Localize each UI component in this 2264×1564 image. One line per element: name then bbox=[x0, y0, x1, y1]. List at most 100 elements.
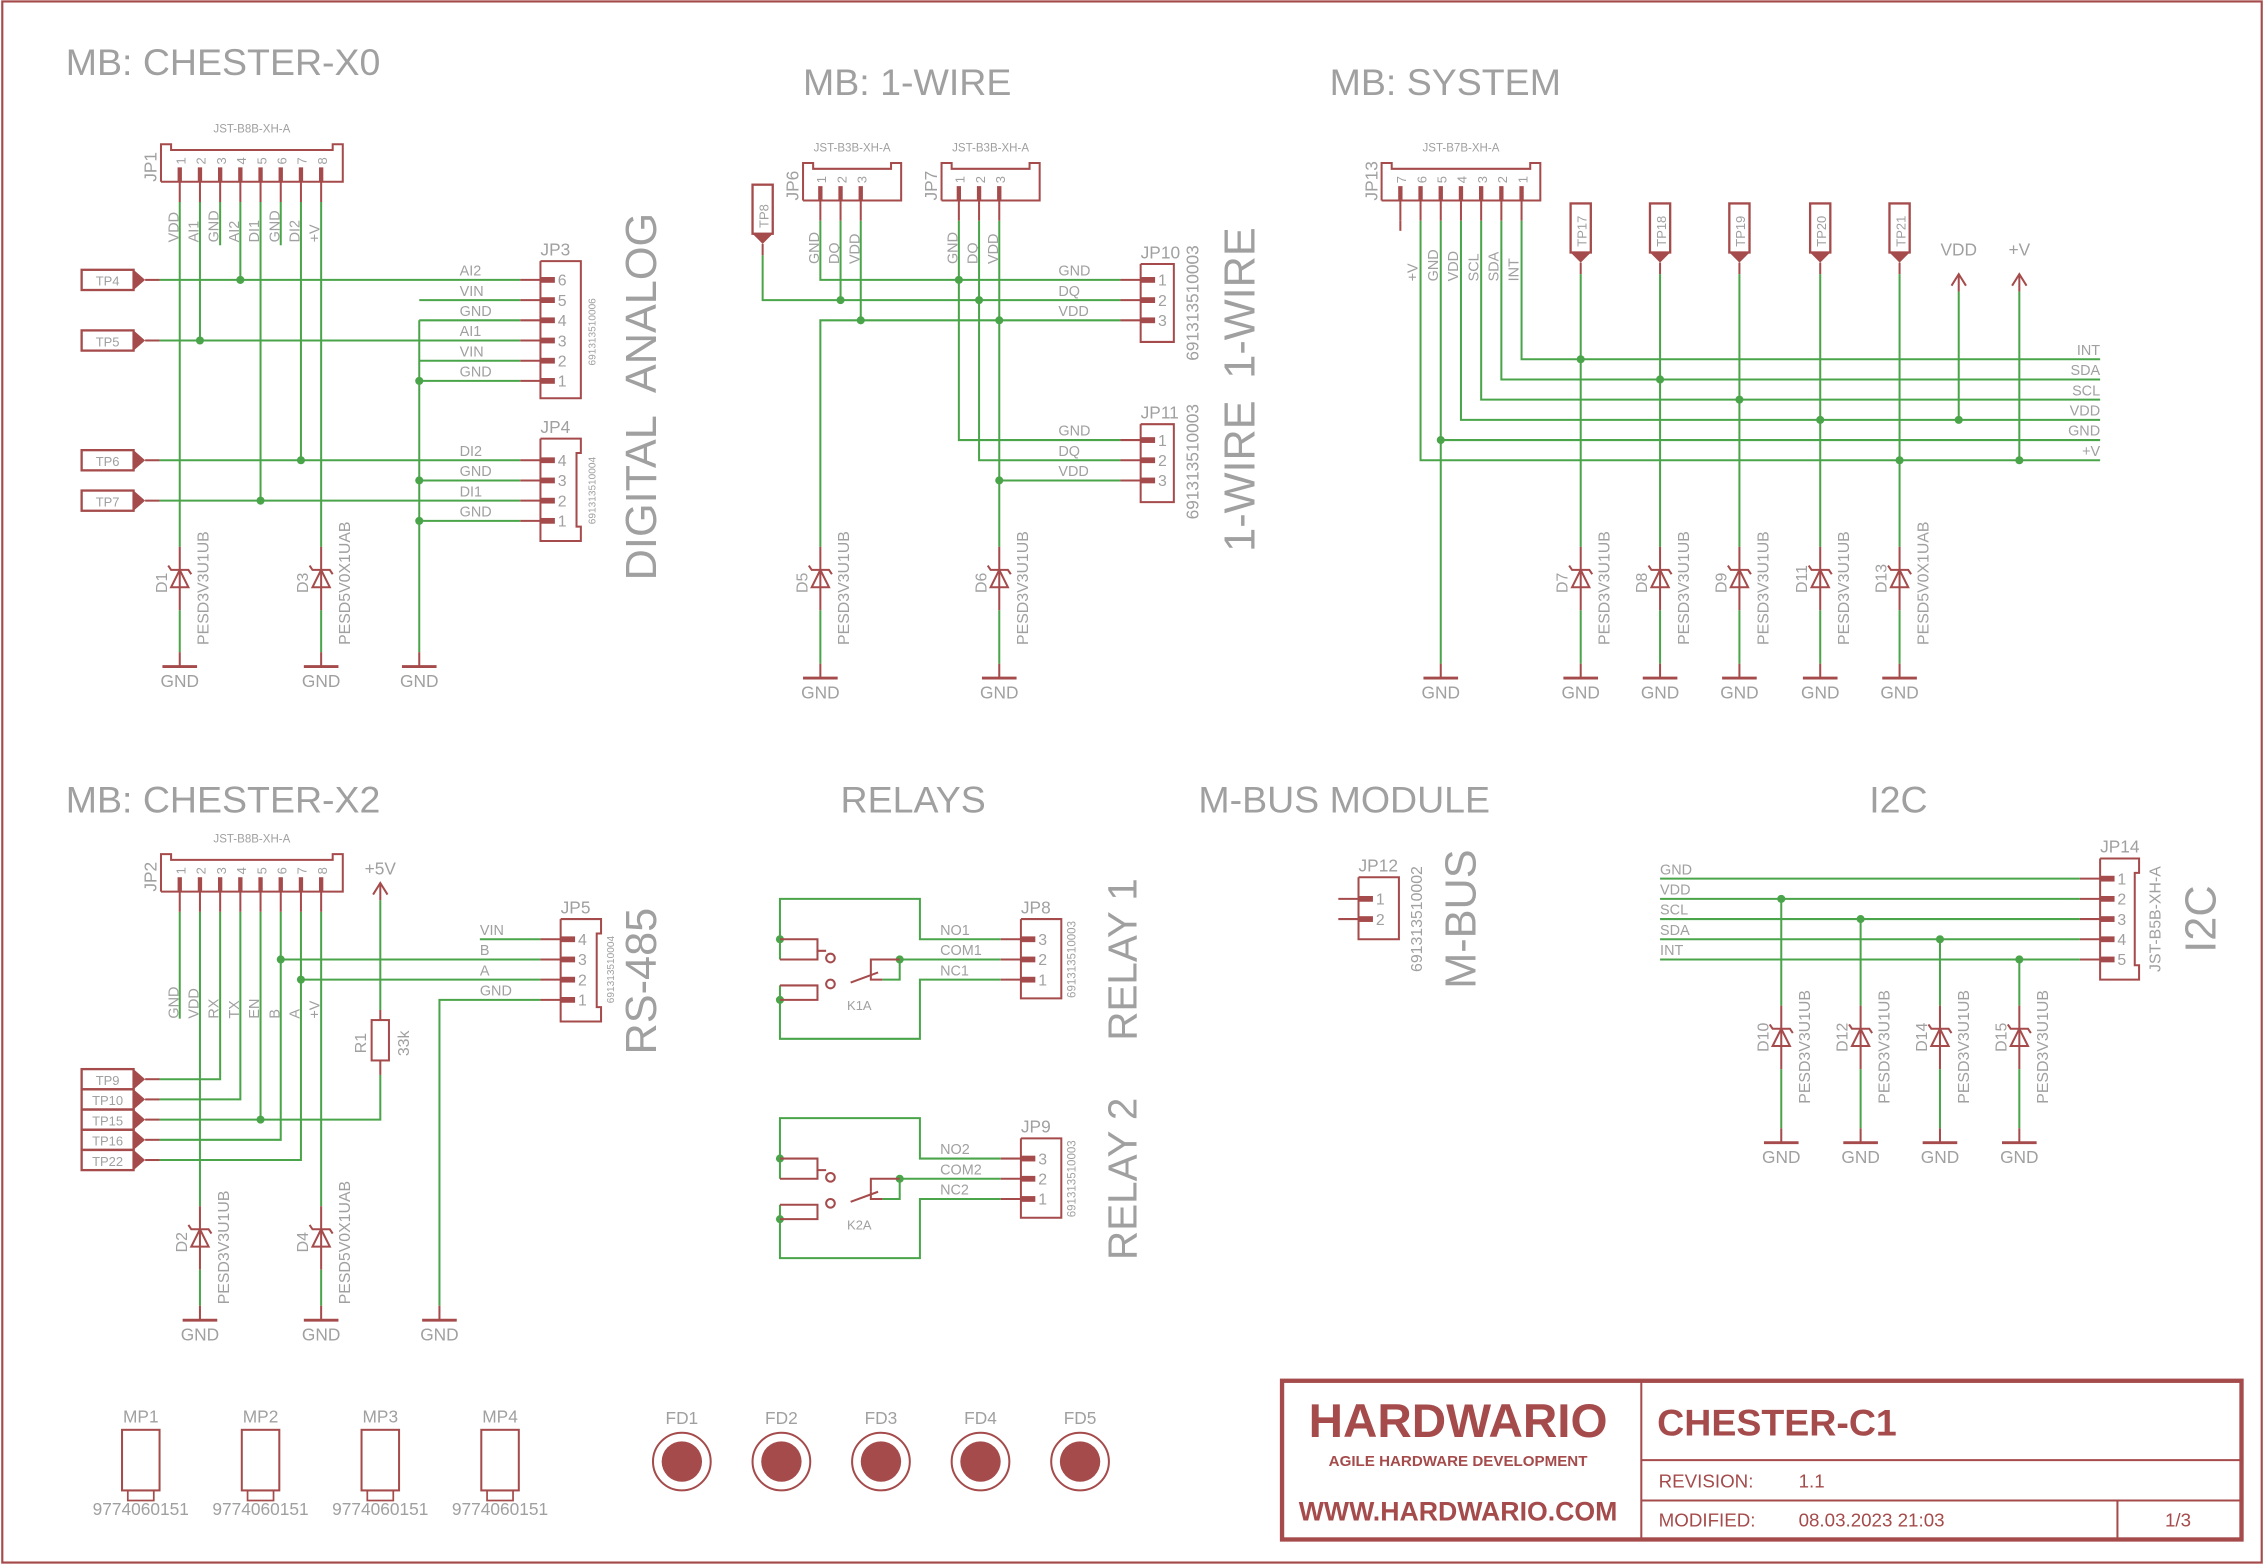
diode-part: PESD3V3U1UB bbox=[836, 531, 853, 645]
diode-ref: D2 bbox=[174, 1232, 191, 1252]
connector-pin bbox=[197, 877, 203, 892]
relay-contact-icon bbox=[825, 952, 836, 964]
net-label: COM1 bbox=[940, 943, 982, 959]
connector-pin bbox=[1519, 186, 1524, 201]
fiducial-ring bbox=[1050, 1431, 1110, 1492]
pin-number: 2 bbox=[578, 972, 587, 989]
testpoint-label: TP21 bbox=[1893, 216, 1908, 247]
gnd-label: GND bbox=[1880, 682, 1918, 702]
gnd-label: GND bbox=[302, 1324, 340, 1344]
part-number: JST-B8B-XH-A bbox=[213, 124, 290, 136]
testpoint-label: TP15 bbox=[92, 1113, 123, 1128]
connector-pin bbox=[258, 167, 263, 182]
connector-pin bbox=[540, 277, 555, 283]
testpoint-arrow bbox=[133, 1149, 146, 1171]
pin-number: 4 bbox=[2117, 932, 2126, 949]
testpoint-arrow bbox=[752, 233, 773, 244]
net-wire bbox=[1439, 220, 2101, 442]
junction-dot bbox=[1436, 436, 1445, 445]
mounting-part-icon bbox=[480, 1428, 520, 1492]
pin-number: 4 bbox=[234, 157, 249, 164]
mounting-part: 9774060151 bbox=[332, 1499, 428, 1519]
net-label: GND bbox=[267, 210, 283, 242]
junction-dot bbox=[1954, 415, 1963, 424]
diode-ref: D13 bbox=[1874, 564, 1891, 593]
pin-number: 1 bbox=[1038, 1192, 1047, 1209]
net-wire bbox=[882, 1177, 1001, 1200]
part-number: JST-B5B-XH-A bbox=[2148, 866, 2165, 972]
net-label: GND bbox=[166, 987, 182, 1019]
connector-ref: JP12 bbox=[1359, 855, 1398, 875]
net-label: INT bbox=[1507, 258, 1523, 281]
connector-pin bbox=[1418, 186, 1423, 201]
diode-part: PESD3V3U1UB bbox=[1015, 531, 1032, 645]
fiducial-icon bbox=[761, 1441, 802, 1482]
diode-icon bbox=[310, 1227, 332, 1248]
net-label: GND bbox=[1660, 862, 1692, 878]
connector-pin bbox=[540, 378, 555, 384]
net-label: SCL bbox=[2072, 383, 2100, 399]
pin-number: 2 bbox=[558, 493, 567, 510]
connector-ref: JP4 bbox=[540, 417, 570, 437]
net-label: GND bbox=[2068, 424, 2100, 440]
connector-pin bbox=[238, 877, 243, 892]
net-label: DQ bbox=[827, 242, 843, 264]
net-label: NC1 bbox=[940, 963, 969, 979]
mounting-tab bbox=[486, 1489, 514, 1502]
diode-part: PESD3V3U1UB bbox=[1676, 531, 1693, 645]
gnd-label: GND bbox=[161, 671, 199, 691]
connector-ref: JP6 bbox=[783, 171, 803, 201]
fiducial-ring bbox=[751, 1431, 812, 1492]
fiducial-ref: FD1 bbox=[666, 1408, 699, 1428]
net-wire bbox=[1480, 220, 2101, 401]
pin-number: 1 bbox=[814, 176, 829, 183]
connector-body bbox=[559, 918, 603, 1023]
net-wire bbox=[159, 1074, 382, 1121]
fiducial-ring bbox=[950, 1431, 1011, 1492]
pin-number: 1 bbox=[558, 374, 567, 391]
supply-arrow-icon bbox=[2011, 272, 2028, 287]
diode-part: PESD3V3U1UB bbox=[196, 531, 213, 645]
net-label: VIN bbox=[480, 923, 504, 939]
connector-pin bbox=[2100, 875, 2115, 882]
symbol-line bbox=[167, 565, 193, 575]
connector-pin bbox=[318, 167, 324, 182]
symbol-line bbox=[779, 1203, 819, 1221]
pin-number: 5 bbox=[2117, 952, 2126, 969]
net-label: VDD bbox=[166, 212, 182, 242]
relay-switch-icon bbox=[850, 1190, 879, 1203]
testpoint-label: TP9 bbox=[96, 1073, 120, 1088]
net-label: GND bbox=[807, 232, 823, 264]
mounting-ref: MP2 bbox=[243, 1407, 279, 1427]
junction-dot bbox=[415, 376, 424, 385]
connector-pin bbox=[1140, 317, 1156, 324]
block-label: M-BUS bbox=[1437, 849, 1485, 988]
net-label: SDA bbox=[1486, 251, 1502, 281]
net-wire bbox=[778, 978, 1001, 1040]
symbol-line bbox=[869, 972, 883, 981]
net-label: +V bbox=[308, 1000, 324, 1018]
junction-dot bbox=[975, 296, 984, 305]
connector-pin bbox=[818, 186, 823, 201]
pin-number: 5 bbox=[1435, 176, 1450, 183]
net-wire bbox=[1520, 220, 2101, 361]
net-label: GND bbox=[460, 505, 492, 521]
gnd-label: GND bbox=[302, 671, 340, 691]
net-label: INT bbox=[1660, 943, 1683, 959]
net-label: COM2 bbox=[940, 1162, 982, 1178]
fiducial-icon bbox=[661, 1441, 703, 1482]
diode-ref: D11 bbox=[1794, 565, 1811, 593]
net-label: NC2 bbox=[940, 1183, 969, 1199]
net-label: GND bbox=[1058, 424, 1090, 440]
net-label: AI2 bbox=[460, 264, 482, 280]
part-number: 691313510004 bbox=[587, 457, 598, 525]
connector-ref: JP1 bbox=[141, 152, 161, 182]
junction-dot bbox=[415, 476, 424, 485]
junction-dot bbox=[1656, 375, 1665, 384]
diode-ref: D12 bbox=[1835, 1023, 1852, 1052]
symbol-line bbox=[187, 1224, 213, 1235]
block-label: I2C bbox=[2178, 885, 2226, 952]
net-label: VDD bbox=[986, 234, 1002, 264]
connector-pin bbox=[540, 497, 555, 504]
